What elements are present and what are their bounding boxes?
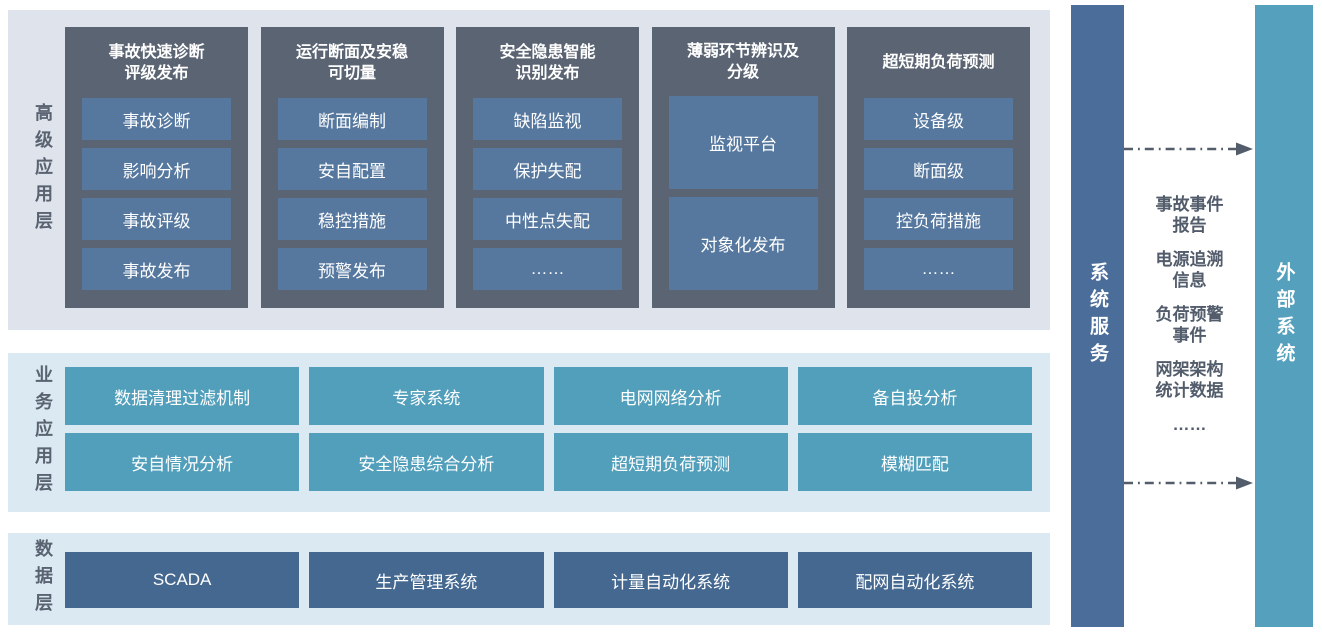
exchange-item: 负荷预警 事件: [1155, 304, 1224, 345]
column-item: ……: [473, 248, 622, 290]
dashed-arrow-bottom: [1124, 476, 1253, 490]
data-source-box: SCADA: [65, 552, 300, 608]
column-title: 安全隐患智能 识别发布: [499, 43, 596, 82]
business-box: 模糊匹配: [797, 433, 1032, 491]
column-operation-section: 运行断面及安稳 可切量 断面编制 安自配置 稳控措施 预警发布: [260, 27, 444, 308]
data-layer-band: 数据层 SCADA 生产管理系统 计量自动化系统 配网自动化系统: [8, 533, 1050, 625]
exchange-item: ……: [1172, 414, 1207, 434]
column-item: ……: [864, 248, 1013, 290]
business-box: 超短期负荷预测: [553, 433, 788, 491]
column-title: 薄弱环节辨识及 分级: [686, 42, 799, 81]
column-hidden-danger: 安全隐患智能 识别发布 缺陷监视 保护失配 中性点失配 ……: [456, 27, 639, 308]
column-item: 安自配置: [277, 148, 427, 190]
data-source-box: 计量自动化系统: [553, 552, 788, 608]
column-item: 影响分析: [82, 148, 231, 190]
column-item: 事故诊断: [82, 98, 231, 140]
advanced-application-layer-band: 高级应用层 事故快速诊断 评级发布 事故诊断 影响分析 事故评级 事故发布 运行…: [8, 10, 1050, 330]
column-item: 监视平台: [668, 96, 818, 189]
exchange-item: 事故事件 报告: [1155, 194, 1224, 235]
business-box: 电网网络分析: [553, 367, 788, 425]
column-accident-diagnosis: 事故快速诊断 评级发布 事故诊断 影响分析 事故评级 事故发布: [65, 27, 248, 308]
column-item: 稳控措施: [277, 198, 427, 240]
data-layer-label: 数据层: [33, 538, 53, 620]
column-item: 控负荷措施: [864, 198, 1013, 240]
exchange-info-column: 事故事件 报告 电源追溯 信息 负荷预警 事件 网架架构 统计数据 ……: [1124, 0, 1255, 638]
business-box: 安全隐患综合分析: [309, 433, 544, 491]
column-item: 断面级: [864, 148, 1013, 190]
column-item: 中性点失配: [473, 198, 622, 240]
external-system-bar: 外部系统: [1255, 5, 1313, 627]
column-item: 缺陷监视: [473, 98, 622, 140]
advanced-application-columns: 事故快速诊断 评级发布 事故诊断 影响分析 事故评级 事故发布 运行断面及安稳 …: [65, 27, 1030, 308]
business-box: 数据清理过滤机制: [65, 367, 300, 425]
column-item: 断面编制: [277, 98, 427, 140]
column-title: 事故快速诊断 评级发布: [108, 43, 205, 82]
column-load-forecast: 超短期负荷预测 设备级 断面级 控负荷措施 ……: [847, 27, 1030, 308]
column-item: 对象化发布: [668, 197, 818, 290]
data-layer-grid: SCADA 生产管理系统 计量自动化系统 配网自动化系统: [65, 552, 1032, 608]
business-box: 备自投分析: [797, 367, 1032, 425]
column-weak-link: 薄弱环节辨识及 分级 监视平台 对象化发布: [651, 27, 835, 308]
column-item: 设备级: [864, 98, 1013, 140]
business-application-grid: 数据清理过滤机制 专家系统 电网网络分析 备自投分析 安自情况分析 安全隐患综合…: [65, 367, 1032, 491]
column-item: 保护失配: [473, 148, 622, 190]
column-item: 事故发布: [82, 248, 231, 290]
exchange-item: 电源追溯 信息: [1155, 249, 1224, 290]
business-box: 专家系统: [309, 367, 544, 425]
column-item: 预警发布: [277, 248, 427, 290]
advanced-application-layer-label: 高级应用层: [33, 102, 53, 238]
data-source-box: 生产管理系统: [309, 552, 544, 608]
dashed-arrow-top: [1124, 142, 1253, 156]
business-application-layer-label: 业务应用层: [33, 365, 53, 500]
business-box: 安自情况分析: [65, 433, 300, 491]
column-title: 超短期负荷预测: [882, 54, 995, 71]
system-service-bar: 系统服务: [1071, 5, 1124, 627]
data-source-box: 配网自动化系统: [797, 552, 1032, 608]
column-title: 运行断面及安稳 可切量: [295, 43, 408, 82]
exchange-item: 网架架构 统计数据: [1155, 359, 1224, 400]
business-application-layer-band: 业务应用层 数据清理过滤机制 专家系统 电网网络分析 备自投分析 安自情况分析 …: [8, 353, 1050, 512]
column-item: 事故评级: [82, 198, 231, 240]
